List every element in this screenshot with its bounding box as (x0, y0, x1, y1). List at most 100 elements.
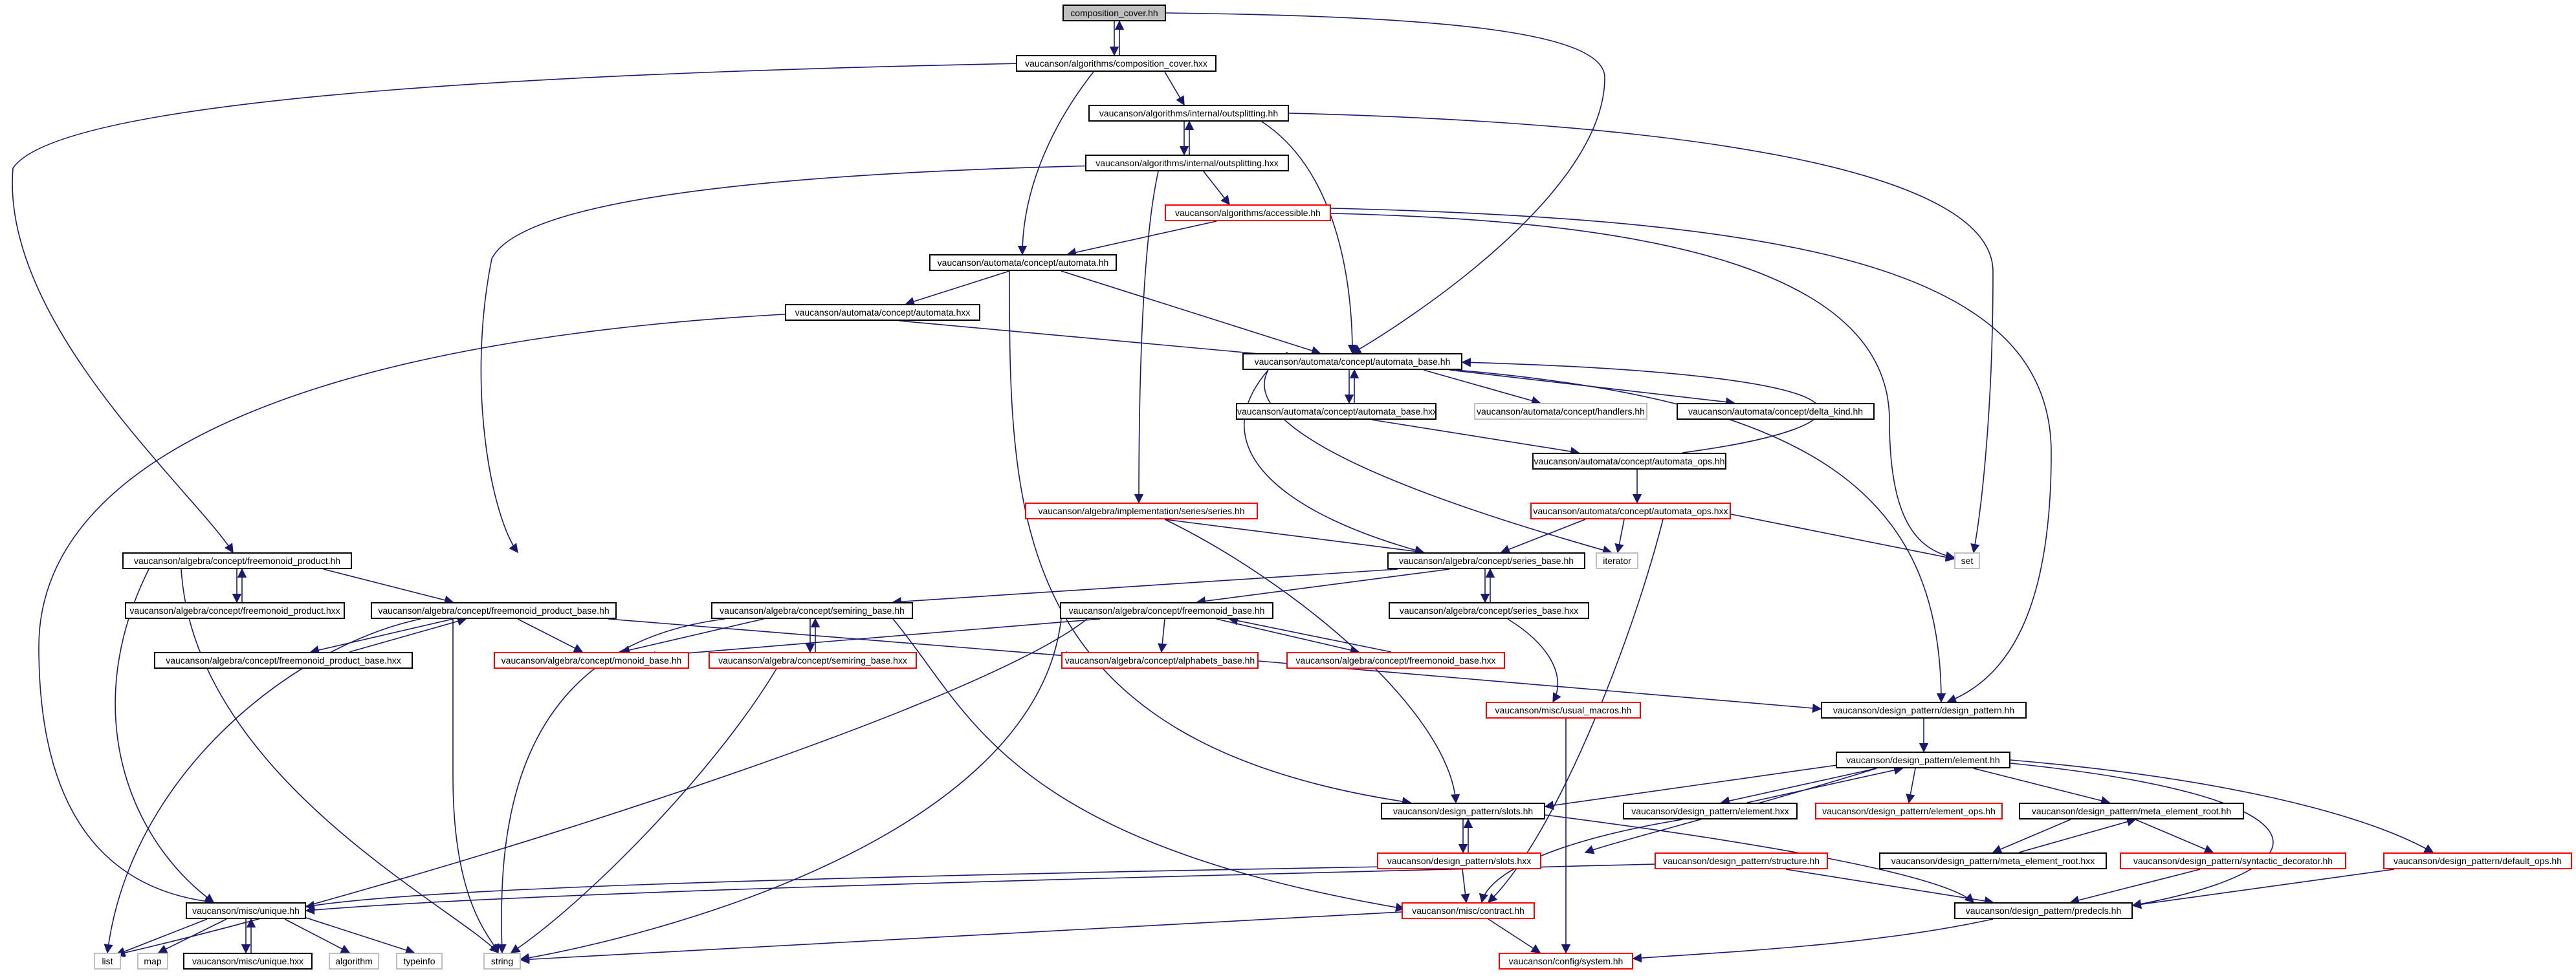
node-map[interactable]: map (137, 953, 168, 970)
edge-meta-element-root-to-syntactic (2135, 819, 2214, 854)
node-semiring-base-hh[interactable]: vaucanson/algebra/concept/semiring_base.… (711, 602, 913, 619)
node-automata-ops-hh[interactable]: vaucanson/automata/concept/automata_ops.… (1532, 453, 1726, 470)
edge-automata-ops-hxx-to-series-base (1500, 519, 1586, 554)
node-design-pattern-hh[interactable]: vaucanson/design_pattern/design_pattern.… (1821, 702, 2027, 719)
edge-automata-hh-to-slots (1009, 270, 1412, 807)
edge-outsplit-to-set (1288, 113, 1994, 554)
edge-freemonoid-product-to-unique (115, 569, 215, 903)
node-freemonoid-product-base-hh[interactable]: vaucanson/algebra/concept/freemonoid_pro… (371, 602, 617, 619)
node-default-ops-hh[interactable]: vaucanson/design_pattern/default_ops.hh (2383, 852, 2572, 869)
node-system-hh[interactable]: vaucanson/config/system.hh (1499, 953, 1633, 970)
node-element-hxx[interactable]: vaucanson/design_pattern/element.hxx (1623, 803, 1798, 819)
edge-unique-to-map (157, 918, 227, 953)
node-meta-element-root-hxx[interactable]: vaucanson/design_pattern/meta_element_ro… (1879, 852, 2107, 869)
node-alphabets-base-hh[interactable]: vaucanson/algebra/concept/alphabets_base… (1061, 652, 1259, 669)
node-contract-hh[interactable]: vaucanson/misc/contract.hh (1402, 902, 1535, 919)
edge-meta-element-root-to-hxx (1992, 819, 2071, 854)
node-outsplitting-hxx[interactable]: vaucanson/algorithms/internal/outsplitti… (1085, 155, 1289, 171)
edge-slots-hxx-to-contract (1460, 869, 1470, 904)
node-unique-hh[interactable]: vaucanson/misc/unique.hh (186, 902, 306, 919)
edge-accessible-to-automata-hh (1066, 221, 1217, 257)
node-automata-hxx[interactable]: vaucanson/automata/concept/automata.hxx (785, 304, 980, 321)
node-string[interactable]: string (483, 953, 521, 970)
node-freemonoid-product-hh[interactable]: vaucanson/algebra/concept/freemonoid_pro… (122, 552, 352, 569)
edge-automata-base-to-design-pattern (1455, 369, 1946, 703)
node-series-impl-hh[interactable]: vaucanson/algebra/implementation/series/… (1025, 503, 1258, 519)
edge-cc-to-freemonoid-product (12, 63, 1023, 554)
edge-element-to-structure (1584, 768, 1877, 854)
edge-semiring-base-hxx-to-string (510, 668, 777, 953)
edge-freemonoid-base-hxx-to-hh (1228, 616, 1392, 653)
edge-automata-hh-to-hxx (905, 270, 1010, 306)
edge-structure-to-unique (305, 863, 1657, 915)
node-freemonoid-product-base-hxx[interactable]: vaucanson/algebra/concept/freemonoid_pro… (154, 652, 413, 669)
edge-freemonoid-product-base-to-list (104, 618, 421, 954)
node-element-ops-hh[interactable]: vaucanson/design_pattern/element_ops.hh (1815, 803, 2003, 819)
edge-element-to-default-ops (2010, 759, 2434, 853)
node-predecls-hh[interactable]: vaucanson/design_pattern/predecls.hh (1954, 902, 2133, 919)
edge-automata-hxx-to-unique (38, 312, 809, 906)
node-meta-element-root-hh[interactable]: vaucanson/design_pattern/meta_element_ro… (2019, 803, 2244, 819)
edge-outsplit-hxx-to-accessible (1203, 171, 1230, 206)
node-slots-hxx[interactable]: vaucanson/design_pattern/slots.hxx (1377, 852, 1541, 869)
edge-freemonoid-product-base-to-hxx (309, 618, 454, 655)
node-syntactic-decorator-hh[interactable]: vaucanson/design_pattern/syntactic_decor… (2120, 852, 2346, 869)
edge-series-impl-to-series-base (1164, 519, 1425, 556)
edge-automata-base-to-series-base (1244, 369, 1425, 555)
edge-root-to-automata-base (1165, 12, 1605, 354)
edge-outsplit-hxx-to-freemonoid-product (480, 165, 1101, 554)
node-list[interactable]: list (94, 953, 121, 970)
edge-automata-base-to-handlers (1423, 369, 1541, 406)
edge-unique-to-algorithm (284, 918, 351, 953)
edge-automata-ops-hxx-to-iterator (1614, 519, 1625, 554)
edge-series-base-hxx-to-usual-macros (1507, 618, 1561, 703)
node-handlers-hh[interactable]: vaucanson/automata/concept/handlers.hh (1474, 403, 1647, 420)
node-automata-base-hh[interactable]: vaucanson/automata/concept/automata_base… (1242, 353, 1462, 370)
node-element-hh[interactable]: vaucanson/design_pattern/element.hh (1836, 752, 2010, 768)
node-automata-hh[interactable]: vaucanson/automata/concept/automata.hh (929, 254, 1117, 271)
node-algorithm[interactable]: algorithm (329, 953, 379, 970)
edge-automata-base-hxx-to-ops-hh (1371, 419, 1580, 457)
node-iterator[interactable]: iterator (1596, 552, 1638, 569)
edge-freemonoid-product-base-hxx-to-hh (349, 616, 467, 653)
node-outsplitting-hh[interactable]: vaucanson/algorithms/internal/outsplitti… (1088, 105, 1289, 122)
edge-meta-element-root-hxx-to-hh (2018, 817, 2137, 853)
edge-semiring-base-to-contract (892, 618, 1405, 912)
node-usual-macros-hh[interactable]: vaucanson/misc/usual_macros.hh (1486, 702, 1641, 719)
edge-freemonoid-base-to-hxx (1216, 618, 1360, 655)
node-automata-base-hxx[interactable]: vaucanson/automata/concept/automata_base… (1236, 403, 1437, 420)
edge-automata-ops-hh-to-automata-base (1461, 358, 1821, 453)
node-set[interactable]: set (1954, 552, 1980, 569)
node-freemonoid-base-hh[interactable]: vaucanson/algebra/concept/freemonoid_bas… (1060, 602, 1273, 619)
node-accessible-hh[interactable]: vaucanson/algorithms/accessible.hh (1165, 204, 1331, 221)
node-monoid-base-hh[interactable]: vaucanson/algebra/concept/monoid_base.hh (494, 652, 689, 669)
edge-element-to-meta-element-root (1973, 768, 2111, 805)
node-structure-hh[interactable]: vaucanson/design_pattern/structure.hh (1655, 852, 1828, 869)
node-delta-kind-hh[interactable]: vaucanson/automata/concept/delta_kind.hh (1677, 403, 1875, 420)
edge-freemonoid-product-base-to-alphabets (608, 618, 1075, 661)
edge-unique-to-list (115, 918, 208, 956)
node-unique-hxx[interactable]: vaucanson/misc/unique.hxx (183, 953, 313, 970)
edge-freemonoid-product-base-to-string (452, 619, 500, 954)
node-freemonoid-base-hxx[interactable]: vaucanson/algebra/concept/freemonoid_bas… (1286, 652, 1505, 669)
edge-freemonoid-base-to-monoid-base (646, 618, 1101, 661)
edge-series-base-to-semiring-base (892, 569, 1398, 607)
edge-freemonoid-product-to-string (181, 569, 499, 954)
node-series-base-hxx[interactable]: vaucanson/algebra/concept/series_base.hx… (1389, 602, 1589, 619)
node-composition-cover-hxx[interactable]: vaucanson/algorithms/composition_cover.h… (1016, 55, 1216, 72)
edge-contract-to-string (520, 911, 1402, 964)
edge-structure-to-predecls (1785, 869, 1994, 906)
node-semiring-base-hxx[interactable]: vaucanson/algebra/concept/semiring_base.… (709, 652, 917, 669)
edge-cc-to-automata-hh (1017, 71, 1094, 255)
edge-cc-to-outsplit-hh (1164, 71, 1185, 106)
edge-unique-to-typeinfo (303, 916, 415, 955)
node-series-base-hh[interactable]: vaucanson/algebra/concept/series_base.hh (1387, 552, 1585, 569)
node-freemonoid-product-hxx[interactable]: vaucanson/algebra/concept/freemonoid_pro… (125, 602, 345, 619)
node-slots-hh[interactable]: vaucanson/design_pattern/slots.hh (1381, 803, 1545, 819)
edge-semiring-base-to-string (497, 618, 725, 954)
node-typeinfo[interactable]: typeinfo (396, 953, 443, 970)
edge-accessible-to-set (1330, 213, 1955, 561)
node-automata-ops-hxx[interactable]: vaucanson/automata/concept/automata_ops.… (1530, 503, 1731, 519)
node-composition-cover-hh[interactable]: composition_cover.hh (1062, 5, 1166, 21)
